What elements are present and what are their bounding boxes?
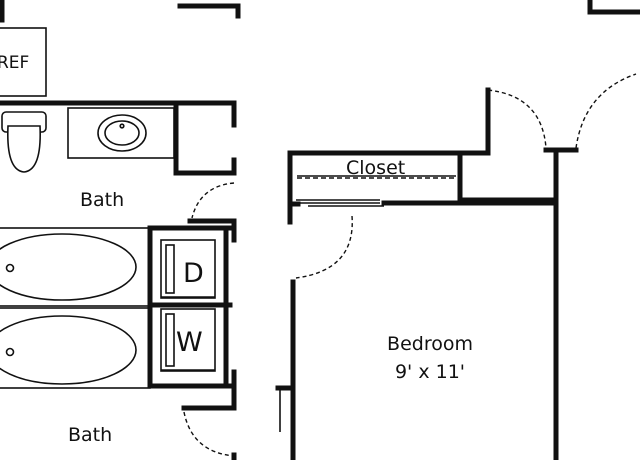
upper-bath-label: Bath	[80, 189, 124, 211]
bedroom-label: Bedroom	[387, 333, 473, 355]
toilet	[1, 111, 47, 173]
lower-bath-door-swing	[183, 411, 235, 457]
dryer-label: D	[183, 258, 204, 289]
refrigerator-label: REF	[0, 53, 29, 73]
bedroom-door-swing	[295, 215, 353, 279]
hall-door-swing-right	[575, 73, 637, 149]
sink-vanity	[67, 107, 175, 159]
lower-bath-walls	[181, 373, 237, 460]
top-walls	[0, 0, 640, 23]
refrigerator: REF	[0, 27, 47, 97]
hall-walls	[381, 87, 579, 460]
laundry-closet: D W	[147, 225, 237, 389]
bedroom-walls	[275, 201, 301, 460]
hall-door-swing-left	[487, 89, 547, 149]
washer-label: W	[176, 327, 203, 358]
closet-label: Closet	[346, 157, 405, 179]
upper-bathtub	[0, 227, 151, 307]
closet: Closet	[287, 150, 463, 225]
lower-bath-label: Bath	[68, 424, 112, 446]
upper-bath-door-swing	[191, 182, 235, 219]
dryer: D	[160, 239, 216, 299]
lower-bathtub	[0, 307, 151, 389]
washer: W	[160, 308, 216, 372]
bedroom-dimensions: 9' x 11'	[395, 361, 465, 383]
